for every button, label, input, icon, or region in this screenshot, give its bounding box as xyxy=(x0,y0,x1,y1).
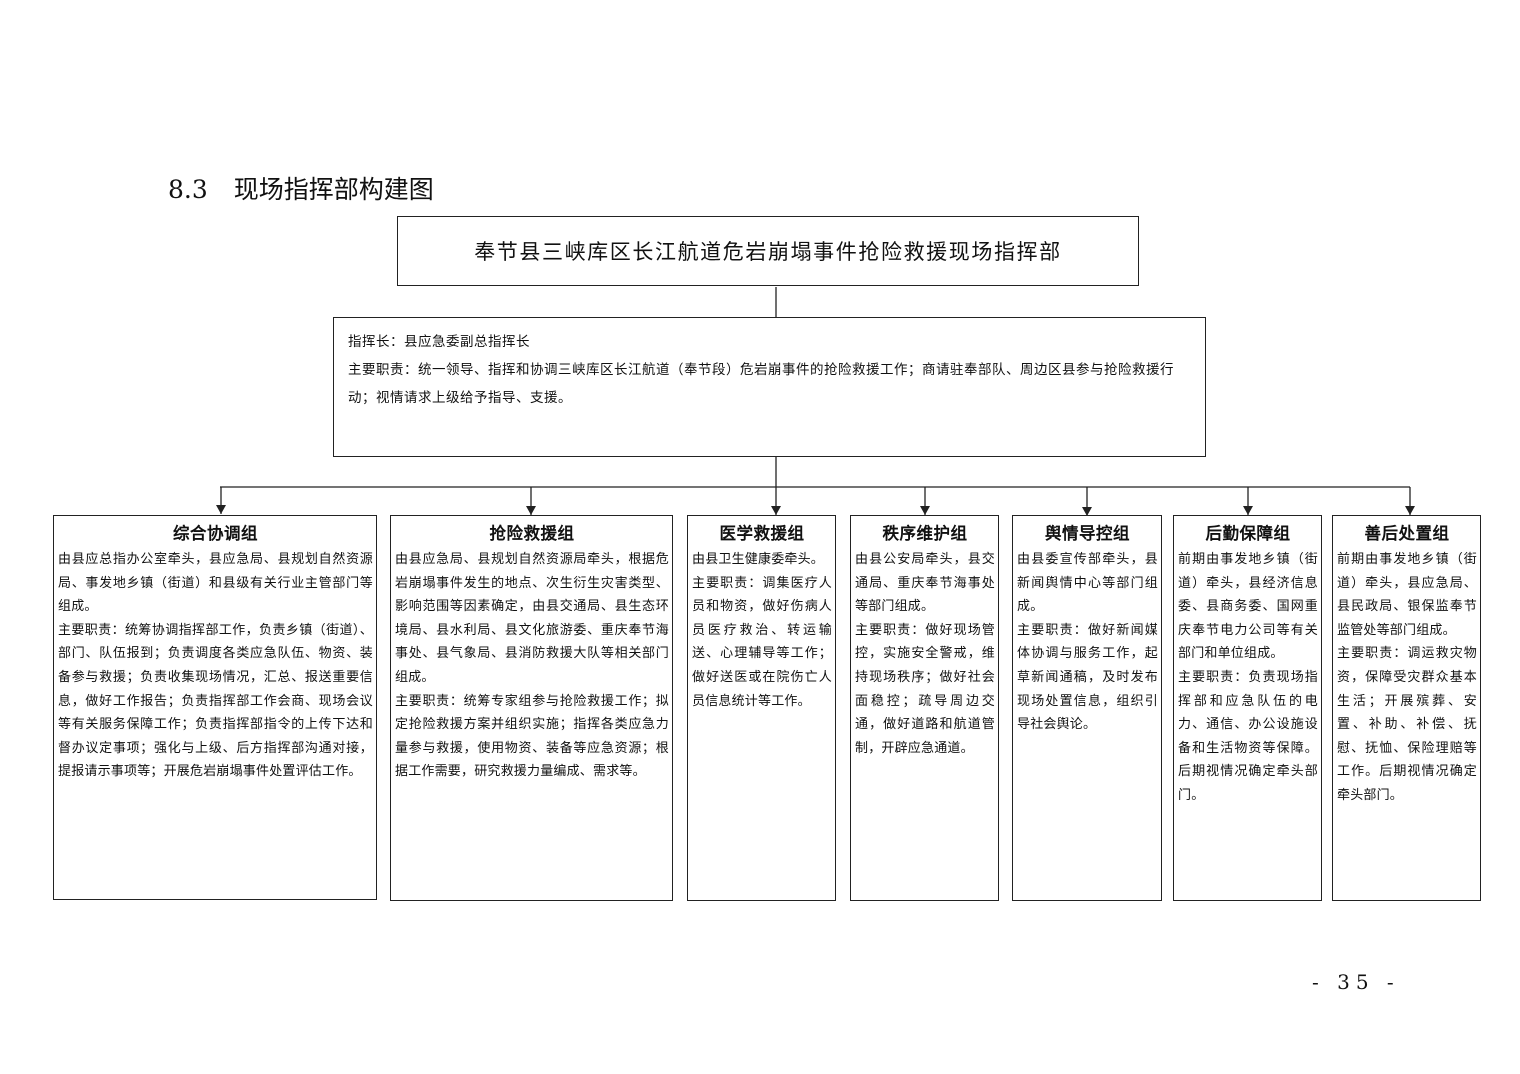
group-title: 秩序维护组 xyxy=(882,525,968,543)
group-box-logistics: 后勤保障组 前期由事发地乡镇（街道）牵头，县经济信息委、县商务委、国网重庆奉节电… xyxy=(1173,515,1322,901)
group-box-coordination: 综合协调组 由县应总指办公室牵头，县应急局、县规划自然资源局、事发地乡镇（街道）… xyxy=(53,515,377,900)
group-duties: 主要职责：调运救灾物资，保障受灾群众基本生活；开展殡葬、安置、补助、补偿、抚慰、… xyxy=(1337,646,1477,803)
group-duties: 主要职责：做好现场管控，实施安全警戒，维持现场秩序；做好社会面稳控；疏导周边交通… xyxy=(855,622,995,756)
commander-duties: 主要职责：统一领导、指挥和协调三峡库区长江航道（奉节段）危岩崩事件的抢险救援工作… xyxy=(348,362,1174,406)
group-body: 由县卫生健康委牵头。 主要职责：调集医疗人员和物资，做好伤病人员医疗救治、转运输… xyxy=(692,548,832,713)
headquarters-title: 奉节县三峡库区长江航道危岩崩塌事件抢险救援现场指挥部 xyxy=(474,240,1062,264)
group-title: 舆情导控组 xyxy=(1045,525,1130,543)
group-duties: 主要职责：负责现场指挥部和应急队伍的电力、通信、办公设施设备和生活物资等保障。后… xyxy=(1178,669,1318,803)
section-heading: 8.3 现场指挥部构建图 xyxy=(168,174,434,206)
section-title: 现场指挥部构建图 xyxy=(233,175,434,204)
group-composition: 由县应急局、县规划自然资源局牵头，根据危岩崩塌事件发生的地点、次生衍生灾害类型、… xyxy=(395,552,669,685)
group-composition: 前期由事发地乡镇（街道）牵头，县经济信息委、县商务委、国网重庆奉节电力公司等有关… xyxy=(1178,552,1318,662)
group-composition: 由县公安局牵头，县交通局、重庆奉节海事处等部门组成。 xyxy=(855,552,995,615)
section-number: 8.3 xyxy=(168,175,208,204)
group-duties: 主要职责：做好新闻媒体协调与服务工作，起草新闻通稿，及时发布现场处置信息，组织引… xyxy=(1017,622,1158,733)
page-number: - 35 - xyxy=(1312,970,1400,994)
group-box-public-opinion: 舆情导控组 由县委宣传部牵头，县新闻舆情中心等部门组成。 主要职责：做好新闻媒体… xyxy=(1012,515,1162,901)
group-body: 前期由事发地乡镇（街道）牵头，县应急局、县民政局、银保监奉节监管处等部门组成。 … xyxy=(1337,548,1477,808)
group-title: 后勤保障组 xyxy=(1205,525,1291,543)
group-composition: 由县应总指办公室牵头，县应急局、县规划自然资源局、事发地乡镇（街道）和县级有关行… xyxy=(58,552,373,615)
group-duties: 主要职责：统筹专家组参与抢险救援工作；拟定抢险救援方案并组织实施；指挥各类应急力… xyxy=(395,693,669,780)
group-body: 由县应急局、县规划自然资源局牵头，根据危岩崩塌事件发生的地点、次生衍生灾害类型、… xyxy=(395,548,669,784)
commander-box: 指挥长：县应急委副总指挥长 主要职责：统一领导、指挥和协调三峡库区长江航道（奉节… xyxy=(333,317,1206,457)
group-body: 前期由事发地乡镇（街道）牵头，县经济信息委、县商务委、国网重庆奉节电力公司等有关… xyxy=(1178,548,1318,808)
commander-line: 指挥长：县应急委副总指挥长 xyxy=(348,334,530,350)
group-composition: 前期由事发地乡镇（街道）牵头，县应急局、县民政局、银保监奉节监管处等部门组成。 xyxy=(1337,552,1477,638)
headquarters-box: 奉节县三峡库区长江航道危岩崩塌事件抢险救援现场指挥部 xyxy=(397,216,1139,286)
group-duties: 主要职责：统筹协调指挥部工作，负责乡镇（街道）、部门、队伍报到；负责调度各类应急… xyxy=(58,622,373,780)
group-body: 由县委宣传部牵头，县新闻舆情中心等部门组成。 主要职责：做好新闻媒体协调与服务工… xyxy=(1017,548,1158,737)
group-composition: 由县委宣传部牵头，县新闻舆情中心等部门组成。 xyxy=(1017,552,1158,615)
group-box-medical: 医学救援组 由县卫生健康委牵头。 主要职责：调集医疗人员和物资，做好伤病人员医疗… xyxy=(687,515,836,901)
group-title: 善后处置组 xyxy=(1364,525,1450,543)
group-box-order: 秩序维护组 由县公安局牵头，县交通局、重庆奉节海事处等部门组成。 主要职责：做好… xyxy=(850,515,999,901)
group-composition: 由县卫生健康委牵头。 xyxy=(692,552,825,567)
group-body: 由县公安局牵头，县交通局、重庆奉节海事处等部门组成。 主要职责：做好现场管控，实… xyxy=(855,548,995,760)
group-duties: 主要职责：调集医疗人员和物资，做好伤病人员医疗救治、转运输送、心理辅导等工作；做… xyxy=(692,575,832,709)
group-title: 医学救援组 xyxy=(719,525,805,543)
group-title: 综合协调组 xyxy=(173,525,258,543)
group-box-aftermath: 善后处置组 前期由事发地乡镇（街道）牵头，县应急局、县民政局、银保监奉节监管处等… xyxy=(1332,515,1481,901)
group-box-rescue: 抢险救援组 由县应急局、县规划自然资源局牵头，根据危岩崩塌事件发生的地点、次生衍… xyxy=(390,515,673,901)
group-body: 由县应总指办公室牵头，县应急局、县规划自然资源局、事发地乡镇（街道）和县级有关行… xyxy=(58,548,373,784)
group-title: 抢险救援组 xyxy=(489,525,575,543)
